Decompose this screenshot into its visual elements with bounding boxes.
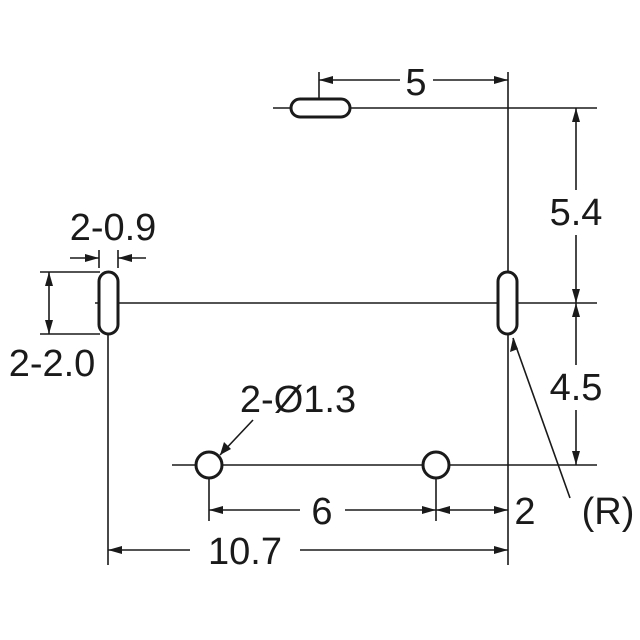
slot-length-label: 2-2.0: [9, 343, 96, 385]
overall-width-label: 10.7: [208, 531, 282, 573]
lower-vertical-label: 4.5: [550, 367, 603, 409]
hole-spacing-label: 6: [311, 491, 332, 533]
left-slot: [97, 270, 120, 336]
upper-vertical-label: 5.4: [550, 192, 603, 234]
radius-note-label: (R): [582, 491, 635, 533]
top-offset-label: 5: [405, 62, 426, 104]
hole-diameter-label: 2-Ø1.3: [240, 379, 356, 421]
slot-width-label: 2-0.9: [70, 207, 157, 249]
hole-to-edge-label: 2: [514, 491, 535, 533]
right-slot: [496, 270, 519, 336]
left-round-hole: [194, 450, 224, 480]
arrowheads: [45, 76, 580, 554]
top-slot: [289, 97, 352, 119]
right-round-hole: [421, 450, 451, 480]
